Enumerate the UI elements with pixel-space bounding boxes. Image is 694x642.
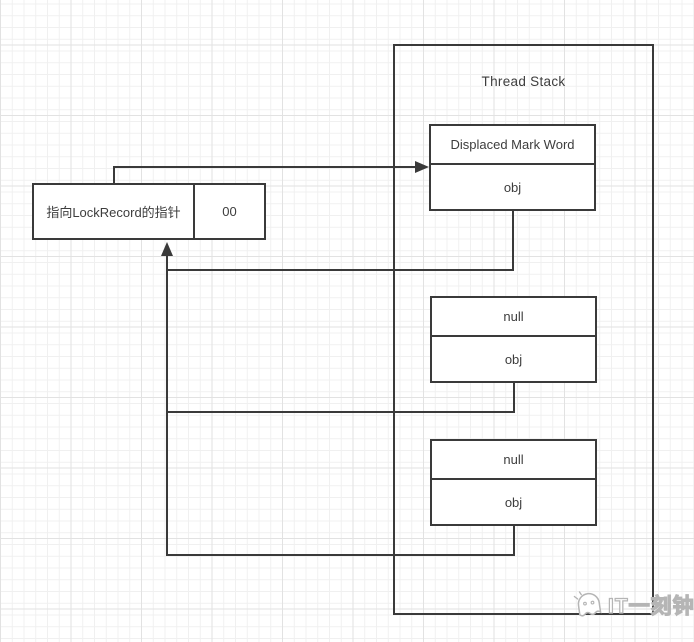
connector-frame1-obj-drop: [511, 211, 514, 271]
watermark-text: IT一刻钟: [607, 594, 694, 618]
connector-frame3-obj-drop: [513, 525, 515, 556]
frame1-obj-cell: obj: [503, 179, 522, 195]
connector-shared-return-vertical: [165, 253, 168, 556]
frame2-obj-cell: obj: [504, 351, 523, 367]
connector-lockrecord-to-markword-vertical: [112, 166, 115, 184]
arrowhead-into-lock-record-box: [160, 242, 173, 256]
arrowhead-into-displaced-mark-word: [415, 161, 429, 173]
thread-stack-title: Thread Stack: [481, 74, 566, 89]
connector-lockrecord-to-markword-horizontal: [112, 166, 416, 168]
thread-stack-rect: Thread Stack: [393, 44, 654, 615]
stack-frame-null-2: null obj: [430, 439, 597, 526]
connector-frame1-obj-horizontal: [166, 269, 513, 271]
stack-frame-null-1: null obj: [430, 296, 597, 383]
frame3-null-cell: null: [432, 441, 595, 480]
ghost-mascot-icon: [573, 591, 602, 617]
displaced-mark-word-cell: Displaced Mark Word: [431, 126, 594, 165]
lock-record-pointer-label: 指向LockRecord的指针: [34, 185, 195, 238]
connector-frame2-obj-drop: [513, 382, 515, 413]
stack-frame-displaced-mark-word: Displaced Mark Word obj: [429, 124, 596, 211]
lock-record-pointer-box: 指向LockRecord的指针 00: [32, 183, 266, 240]
connector-frame3-obj-horizontal: [166, 554, 515, 556]
watermark: IT一刻钟: [570, 586, 694, 624]
connector-frame2-obj-horizontal: [166, 411, 515, 413]
lock-flag-bits-cell: 00: [222, 204, 237, 219]
frame3-obj-cell: obj: [504, 494, 523, 510]
frame2-null-cell: null: [432, 298, 595, 337]
